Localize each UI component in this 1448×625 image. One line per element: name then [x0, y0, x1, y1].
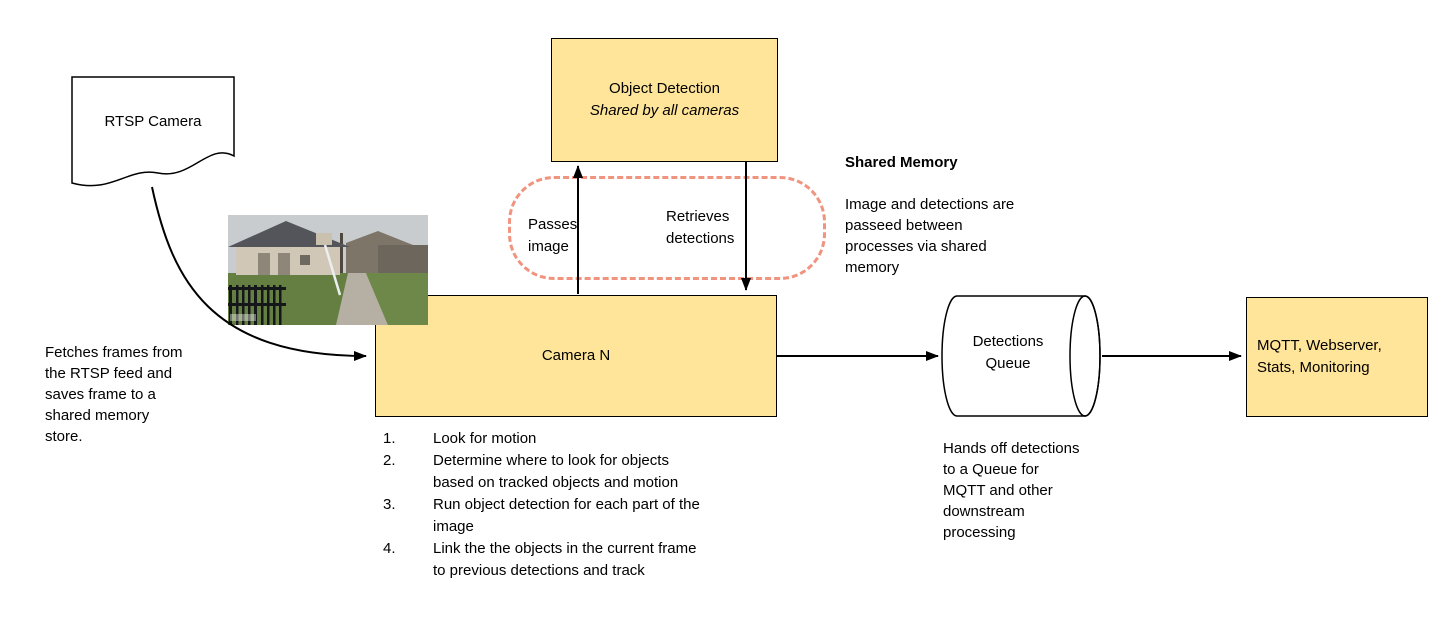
mqtt-label: MQTT, Webserver, Stats, Monitoring	[1257, 337, 1382, 376]
camera-step: 3. Run object detection for each part of…	[383, 494, 793, 538]
shared-memory-note-title: Shared Memory	[845, 154, 958, 171]
shared-memory-region	[508, 176, 826, 280]
step-number: 2.	[383, 452, 396, 469]
step-text: Determine where to look for objects base…	[433, 452, 679, 491]
rtsp-camera-label: RTSP Camera	[104, 113, 202, 130]
step-text: Look for motion	[433, 430, 537, 447]
mqtt-box: MQTT, Webserver, Stats, Monitoring	[1246, 297, 1428, 417]
step-text: Link the the objects in the current fram…	[433, 540, 697, 579]
shared-memory-note-body: Image and detections are passeed between…	[845, 196, 1015, 276]
queue-handoff-note: Hands off detections to a Queue for MQTT…	[943, 440, 1080, 541]
step-text: Run object detection for each part of th…	[433, 496, 700, 535]
camera-n-box: Camera N	[375, 295, 777, 417]
camera-step: 1. Look for motion	[383, 428, 793, 450]
object-detection-subtitle: Shared by all cameras	[589, 102, 740, 119]
camera-steps-list: 1. Look for motion 2. Determine where to…	[383, 428, 793, 582]
retrieves-detections-label: Retrieves detections	[666, 208, 735, 247]
camera-step: 4. Link the the objects in the current f…	[383, 538, 793, 582]
shared-memory-note: Shared Memory Image and detections are p…	[845, 131, 1060, 299]
detections-queue-cap	[1069, 295, 1101, 417]
camera-snapshot-image	[228, 215, 428, 325]
camera-n-label: Camera N	[541, 347, 611, 364]
object-detection-title: Object Detection	[609, 80, 720, 97]
detections-queue-label: Detections Queue	[972, 333, 1044, 372]
camera-step: 2. Determine where to look for objects b…	[383, 450, 793, 494]
step-number: 1.	[383, 430, 396, 447]
step-number: 3.	[383, 496, 396, 513]
fetch-frames-note: Fetches frames from the RTSP feed and sa…	[45, 344, 183, 445]
step-number: 4.	[383, 540, 396, 557]
object-detection-box: Object Detection Shared by all cameras	[551, 38, 778, 162]
rtsp-camera-shape	[71, 76, 235, 187]
passes-image-label: Passes image	[528, 216, 578, 255]
